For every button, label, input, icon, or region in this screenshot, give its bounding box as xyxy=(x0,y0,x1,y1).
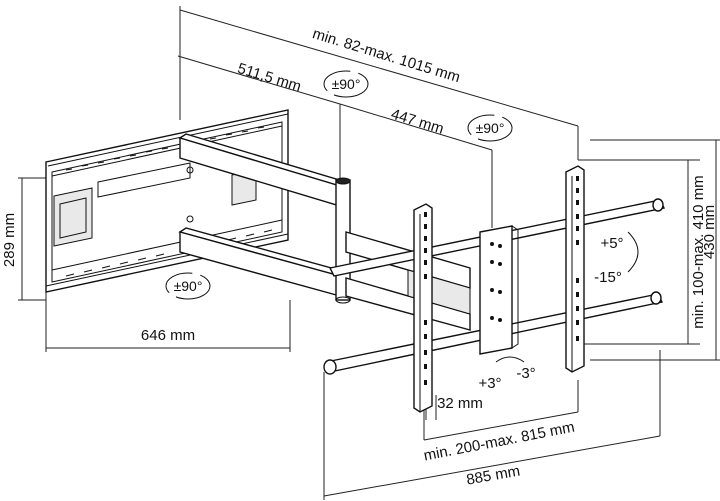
articulating-arms xyxy=(178,133,471,331)
rail-width-label: 32 mm xyxy=(437,395,483,412)
total-width-label: 885 mm xyxy=(465,462,521,488)
level-plus-label: +3° xyxy=(478,375,501,392)
rotation-arrows xyxy=(165,70,639,363)
wall-swivel-rotation: ±90° xyxy=(174,278,203,294)
arm1-length-label: 511,5 mm xyxy=(235,60,303,95)
total-height-label: 430 mm xyxy=(701,205,718,259)
plate-height-label: 289 mm xyxy=(1,213,18,267)
vesa-vertical-label: min. 100-max. 410 mm xyxy=(690,175,707,328)
vesa-bracket xyxy=(323,165,666,413)
plate-width-label: 646 mm xyxy=(141,327,195,344)
rotation-labels: ±90° ±90° ±90° +5° -15° +3° -3° xyxy=(174,76,624,392)
arm2-length-label: 447 mm xyxy=(389,106,446,138)
arm-joint-1-rotation: ±90° xyxy=(332,76,361,92)
level-minus-label: -3° xyxy=(516,365,535,382)
arm-joint-2-rotation: ±90° xyxy=(476,120,505,136)
vesa-horizontal-label: min. 200-max. 815 mm xyxy=(422,419,576,465)
tilt-down-label: -15° xyxy=(594,269,622,286)
tilt-up-label: +5° xyxy=(600,235,623,252)
dimension-lines xyxy=(18,6,720,500)
